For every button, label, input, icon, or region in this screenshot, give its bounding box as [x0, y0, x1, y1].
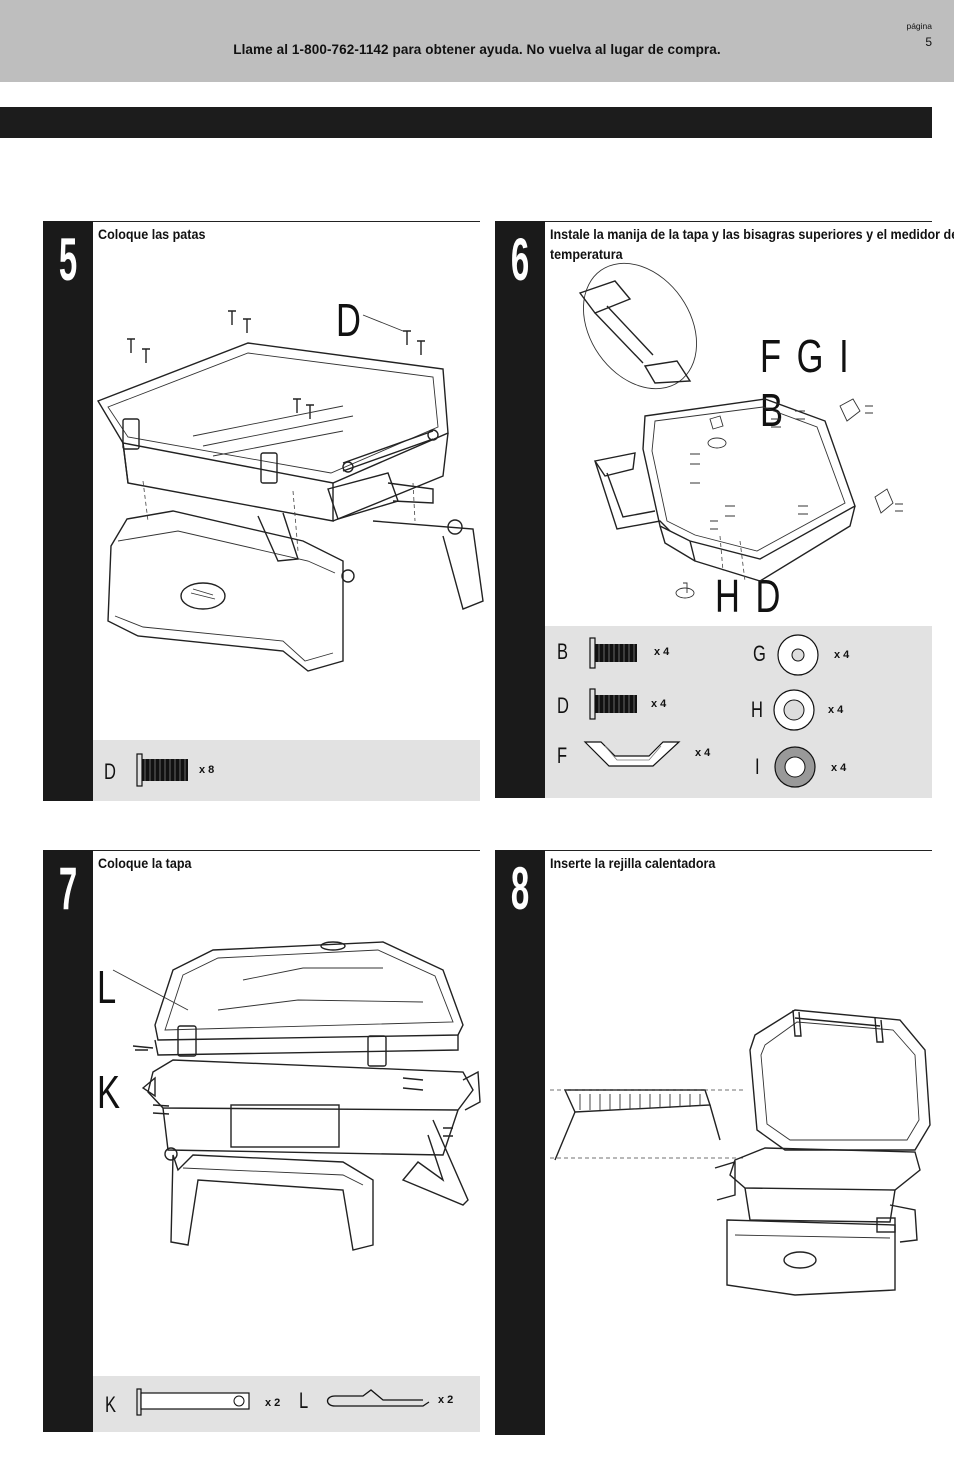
- step-number: 7: [58, 855, 78, 922]
- step-6: 6 Instale la manija de la tapa y las bis…: [495, 221, 954, 798]
- part-letter: D: [557, 693, 569, 718]
- part-letter: G: [753, 641, 766, 666]
- hinge-bracket-icon: [583, 741, 681, 767]
- step-number: 8: [510, 855, 530, 922]
- part-letter: K: [105, 1392, 117, 1417]
- part-quantity: x 4: [831, 762, 847, 774]
- part-quantity: x 2: [265, 1397, 281, 1409]
- step-7: 7 Coloque la tapa L K K: [43, 850, 481, 1432]
- part-quantity: x 8: [199, 764, 215, 776]
- step-sidebar: 7: [43, 850, 93, 1432]
- screw-icon: [589, 688, 637, 720]
- step-rule: [93, 850, 480, 851]
- callout-fgib: F G I B: [760, 330, 852, 436]
- step-title: Coloque la tapa: [98, 856, 192, 871]
- warming-rack-illustration: [550, 1009, 931, 1296]
- parts-box: B x 4 D x 4 F x 4 G x 4 H: [545, 626, 932, 798]
- step-sidebar: 6: [495, 221, 545, 798]
- step-sidebar: 8: [495, 850, 545, 1435]
- callout-hd: H D: [715, 570, 784, 622]
- screw-icon: [589, 637, 637, 669]
- screw-icon: [136, 753, 188, 787]
- page-label: página: [906, 21, 932, 31]
- step-5: 5 Coloque las patas D: [43, 221, 484, 801]
- step-rule: [93, 221, 480, 222]
- step-rule: [545, 221, 932, 222]
- part-letter: D: [104, 759, 116, 784]
- part-quantity: x 4: [834, 649, 850, 661]
- grill-legs-illustration: [96, 310, 484, 672]
- page-number: 5: [925, 35, 932, 49]
- lid-handle-illustration: [578, 262, 903, 599]
- step-number: 6: [510, 226, 530, 293]
- step-number: 5: [58, 226, 78, 293]
- part-quantity: x 4: [695, 747, 711, 759]
- part-letter: I: [755, 754, 760, 779]
- section-bar: [0, 107, 932, 138]
- washer-icon: [777, 634, 819, 676]
- step-rule: [545, 850, 932, 851]
- step-8: 8 Inserte la rejilla calentadora: [495, 850, 932, 1435]
- parts-box: K x 2 L x 2: [93, 1376, 480, 1432]
- step-title: Instale la manija de la tapa y las bisag…: [550, 227, 954, 262]
- step-title: Coloque las patas: [98, 227, 206, 242]
- part-quantity: x 4: [828, 704, 844, 716]
- part-letter: L: [299, 1388, 309, 1413]
- callout-l: L: [97, 961, 120, 1013]
- step-title: Inserte la rejilla calentadora: [550, 856, 716, 871]
- step-sidebar: 5: [43, 221, 93, 801]
- part-letter: F: [557, 743, 568, 768]
- callout-k: K: [97, 1066, 124, 1118]
- lock-washer-icon: [774, 746, 816, 788]
- part-quantity: x 2: [438, 1394, 454, 1406]
- part-letter: B: [557, 639, 569, 664]
- part-letter: H: [751, 697, 763, 722]
- hinge-pin-icon: [136, 1388, 250, 1416]
- header-bar: Llame al 1-800-762-1142 para obtener ayu…: [0, 0, 954, 82]
- cotter-pin-icon: [326, 1389, 430, 1407]
- help-text: Llame al 1-800-762-1142 para obtener ayu…: [233, 42, 721, 57]
- attach-lid-illustration: [112, 941, 481, 1251]
- washer-icon: [773, 689, 815, 731]
- part-quantity: x 4: [654, 646, 670, 658]
- callout-d: D: [336, 294, 364, 346]
- parts-box: D x 8: [93, 740, 480, 801]
- part-quantity: x 4: [651, 698, 667, 710]
